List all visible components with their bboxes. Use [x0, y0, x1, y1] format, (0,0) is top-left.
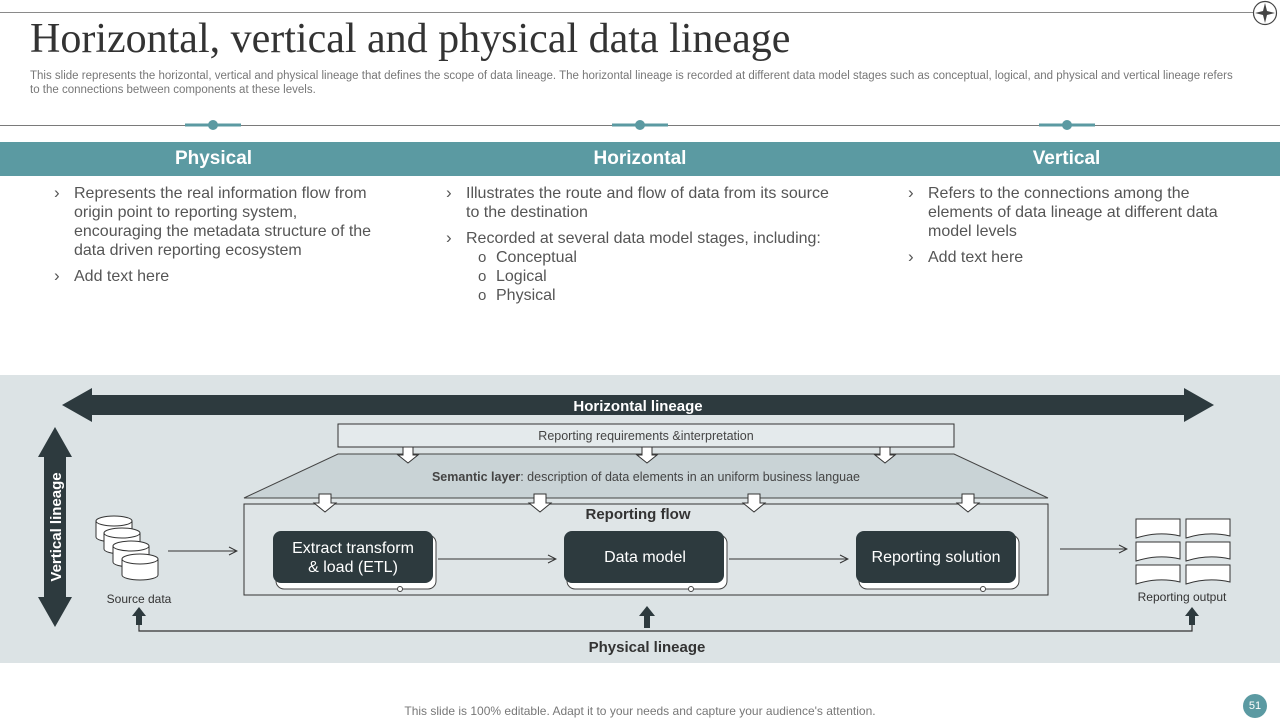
down-arrow-icon	[527, 493, 553, 513]
page-subtitle: This slide represents the horizontal, ve…	[30, 70, 1233, 96]
sub-list: Conceptual Logical Physical	[466, 248, 841, 305]
page-title: Horizontal, vertical and physical data l…	[30, 16, 791, 62]
divider-knob-icon	[612, 120, 668, 130]
semantic-layer-shape	[243, 453, 1049, 499]
sub-item: Physical	[466, 286, 841, 305]
sub-item: Logical	[466, 267, 841, 286]
bullet-item: Add text here	[54, 266, 379, 286]
etl-box	[273, 531, 437, 592]
data-model-label: Data model	[604, 549, 686, 566]
bullet-item: Illustrates the route and flow of data f…	[446, 183, 841, 222]
down-arrow-icon	[312, 493, 338, 513]
vertical-column: Refers to the connections among the elem…	[908, 183, 1228, 274]
down-arrow-icon	[873, 446, 897, 464]
etl-label-line2: & load (ETL)	[308, 559, 398, 576]
page-number-badge: 51	[1243, 694, 1267, 718]
physical-lineage-line	[138, 619, 1193, 632]
vertical-lineage-label: Vertical lineage	[48, 472, 65, 581]
column-header-band	[0, 142, 1280, 176]
up-arrow-icon	[132, 607, 146, 625]
physical-lineage-label: Physical lineage	[589, 639, 706, 656]
vertical-lineage-arrow	[38, 427, 72, 627]
down-arrow-icon	[955, 493, 981, 513]
reporting-requirements-label: Reporting requirements &interpretation	[538, 429, 753, 443]
database-icon	[95, 515, 159, 581]
report-documents-icon	[1135, 518, 1231, 585]
bullet-text: Recorded at several data model stages, i…	[466, 230, 821, 247]
divider-knob-icon	[185, 120, 241, 130]
reporting-solution-box	[856, 531, 1020, 592]
reporting-flow-label: Reporting flow	[586, 506, 691, 523]
bullet-item: Recorded at several data model stages, i…	[446, 228, 841, 305]
bullet-item: Add text here	[908, 247, 1228, 267]
reporting-output-label: Reporting output	[1138, 590, 1227, 604]
footer-note: This slide is 100% editable. Adapt it to…	[404, 704, 876, 718]
physical-column: Represents the real information flow fro…	[54, 183, 379, 293]
up-arrow-icon	[639, 606, 655, 628]
reporting-solution-label: Reporting solution	[872, 549, 1001, 566]
bullet-item: Refers to the connections among the elem…	[908, 183, 1228, 241]
bullet-item: Represents the real information flow fro…	[54, 183, 379, 260]
semantic-layer-desc: : description of data elements in an uni…	[520, 470, 860, 484]
horizontal-column: Illustrates the route and flow of data f…	[446, 183, 841, 312]
column-heading-physical: Physical	[174, 148, 253, 169]
data-model-box	[564, 531, 728, 592]
up-arrow-icon	[1185, 607, 1199, 625]
semantic-layer-text: Semantic layer: description of data elem…	[432, 470, 860, 484]
etl-label-line1: Extract transform	[292, 540, 414, 557]
horizontal-lineage-arrow	[62, 388, 1214, 422]
column-heading-vertical: Vertical	[1032, 148, 1101, 169]
horizontal-lineage-label: Horizontal lineage	[573, 398, 702, 415]
column-heading-horizontal: Horizontal	[593, 148, 687, 169]
down-arrow-icon	[741, 493, 767, 513]
down-arrow-icon	[635, 446, 659, 464]
semantic-layer-term: Semantic layer	[432, 470, 520, 484]
source-data-label: Source data	[107, 592, 172, 606]
divider-knob-icon	[1039, 120, 1095, 130]
compass-icon	[1252, 0, 1278, 26]
lineage-diagram: Horizontal lineage Vertical lineage Repo…	[38, 388, 1231, 656]
sub-item: Conceptual	[466, 248, 841, 267]
top-rule	[0, 12, 1254, 13]
down-arrow-icon	[396, 446, 420, 464]
